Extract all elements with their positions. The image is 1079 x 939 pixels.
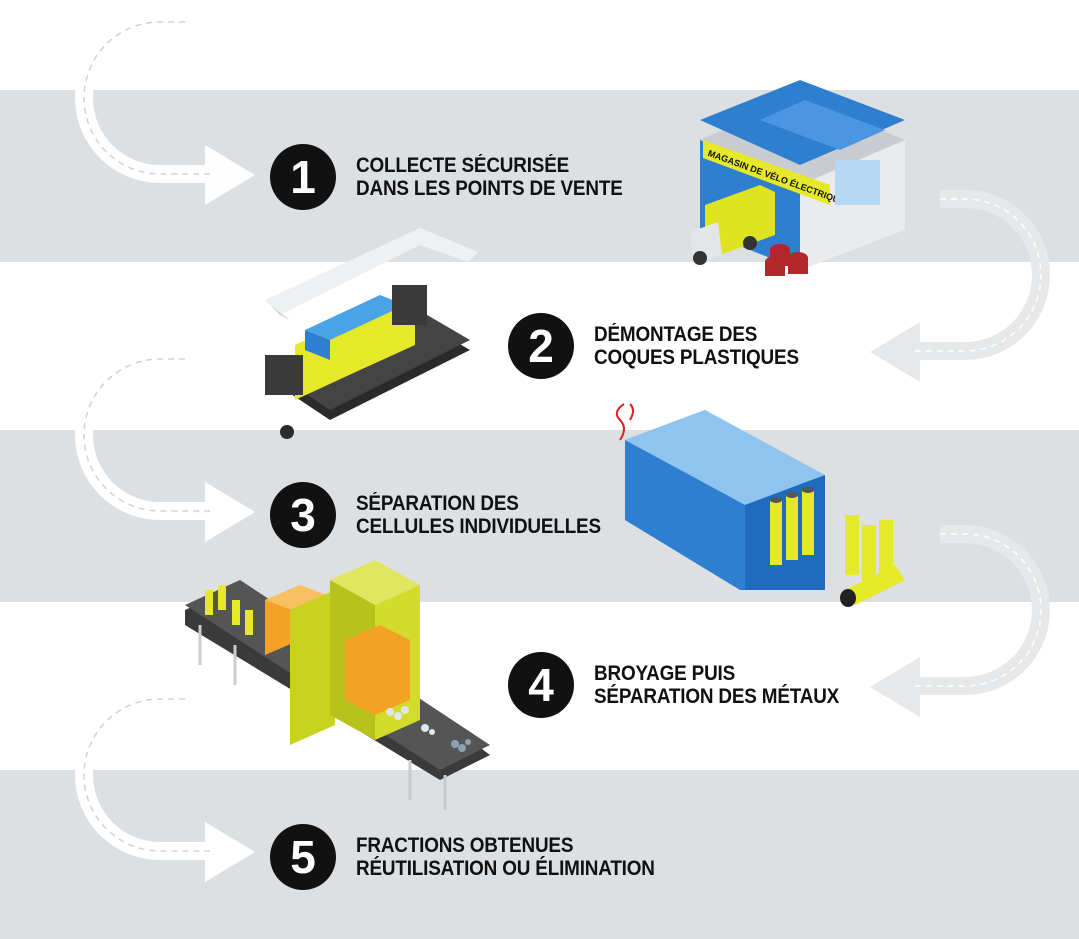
flow-arrow-to-step-1 xyxy=(75,13,255,205)
flow-arrow-to-step-2 xyxy=(870,190,1050,382)
flow-arrow-to-step-3 xyxy=(75,350,255,542)
step-1-line-2: DANS LES POINTS DE VENTE xyxy=(356,177,623,200)
step-1-line-1: COLLECTE SÉCURISÉE xyxy=(356,154,570,177)
step-2-line-1: DÉMONTAGE DES xyxy=(594,323,758,346)
cells-illustration xyxy=(615,403,905,607)
step-3-line-1: SÉPARATION DES xyxy=(356,492,519,515)
step-1-label: COLLECTE SÉCURISÉE DANS LES POINTS DE VE… xyxy=(356,154,623,200)
step-4-label: BROYAGE PUIS SÉPARATION DES MÉTAUX xyxy=(594,662,839,708)
step-1-number-badge: 1 xyxy=(270,144,336,210)
step-4: 4 BROYAGE PUIS SÉPARATION DES MÉTAUX xyxy=(508,652,866,718)
step-4-line-2: SÉPARATION DES MÉTAUX xyxy=(594,685,840,708)
step-5: 5 FRACTIONS OBTENUES RÉUTILISATION OU ÉL… xyxy=(270,824,688,890)
step-3: 3 SÉPARATION DES CELLULES INDIVIDUELLES xyxy=(270,482,628,548)
step-5-number-badge: 5 xyxy=(270,824,336,890)
step-2-label: DÉMONTAGE DES COQUES PLASTIQUES xyxy=(594,323,799,369)
step-2: 2 DÉMONTAGE DES COQUES PLASTIQUES xyxy=(508,313,822,379)
step-4-line-1: BROYAGE PUIS xyxy=(594,662,736,685)
step-2-line-2: COQUES PLASTIQUES xyxy=(594,346,799,369)
step-2-number-badge: 2 xyxy=(508,313,574,379)
step-3-line-2: CELLULES INDIVIDUELLES xyxy=(356,515,601,538)
shop-illustration: MAGASIN DE VÉLO ÉLECTRIQUE xyxy=(690,80,905,276)
shredder-illustration xyxy=(185,560,490,810)
battery-pack-illustration xyxy=(265,228,478,439)
step-3-label: SÉPARATION DES CELLULES INDIVIDUELLES xyxy=(356,492,601,538)
step-3-number-badge: 3 xyxy=(270,482,336,548)
step-1: 1 COLLECTE SÉCURISÉE DANS LES POINTS DE … xyxy=(270,144,652,210)
step-5-label: FRACTIONS OBTENUES RÉUTILISATION OU ÉLIM… xyxy=(356,834,655,880)
step-5-line-1: FRACTIONS OBTENUES xyxy=(356,834,574,857)
flow-arrow-to-step-5 xyxy=(75,690,255,882)
flow-arrow-to-step-4 xyxy=(870,525,1050,717)
step-5-line-2: RÉUTILISATION OU ÉLIMINATION xyxy=(356,857,655,880)
step-4-number-badge: 4 xyxy=(508,652,574,718)
